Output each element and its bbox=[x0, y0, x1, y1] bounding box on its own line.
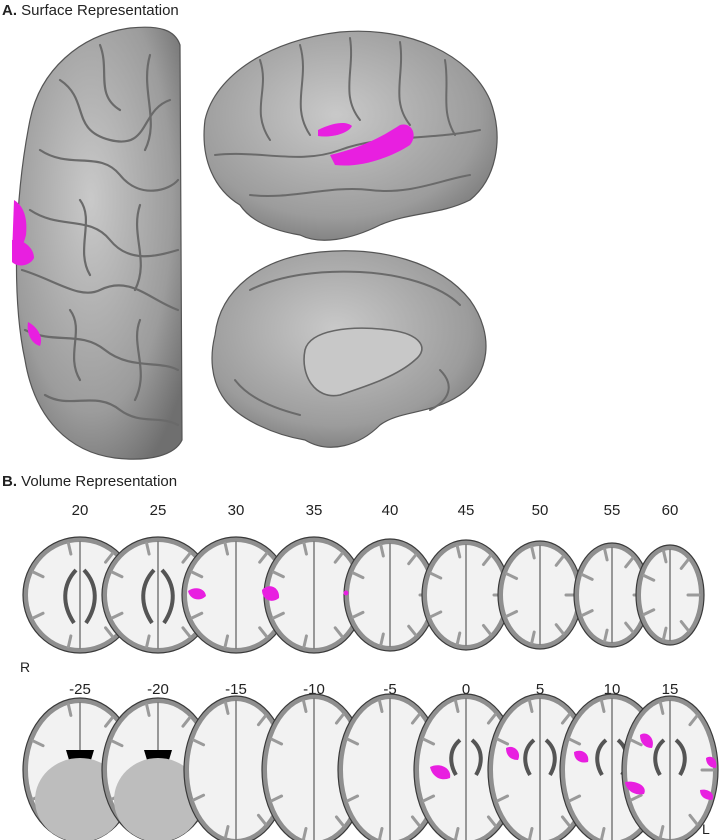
panel-b-label: B. bbox=[2, 473, 17, 490]
axial-slice bbox=[101, 697, 215, 840]
axial-slice bbox=[413, 693, 519, 840]
slice-label-row1: 30 bbox=[228, 502, 245, 519]
dorsal-view-surface bbox=[12, 26, 183, 460]
side-label-right: R bbox=[20, 659, 30, 675]
slice-label-row2: -15 bbox=[225, 681, 247, 698]
side-label-left: L bbox=[702, 821, 710, 837]
row1-slice-labels: 20 25 30 35 40 45 50 55 60 bbox=[72, 502, 679, 519]
slice-label-row1: 20 bbox=[72, 502, 89, 519]
slice-label-row2: -25 bbox=[69, 681, 91, 698]
slice-label-row1: 45 bbox=[458, 502, 475, 519]
medial-view-surface bbox=[211, 250, 487, 448]
panel-a-heading: A. Surface Representation bbox=[2, 2, 179, 19]
panel-b-title: Volume Representation bbox=[21, 473, 178, 490]
slice-label-row2: 5 bbox=[536, 681, 544, 698]
axial-slice bbox=[337, 693, 443, 840]
lateral-view-surface bbox=[203, 30, 498, 241]
activation-slice-25 bbox=[188, 588, 206, 600]
axial-slice bbox=[621, 695, 719, 840]
panel-b-heading: B. Volume Representation bbox=[2, 473, 177, 490]
axial-slice bbox=[261, 693, 367, 840]
activation-slice-30 bbox=[262, 586, 280, 601]
activation-slice-15a bbox=[706, 756, 717, 768]
axial-slice bbox=[421, 539, 511, 651]
slice-label-row1: 35 bbox=[306, 502, 323, 519]
axial-slice bbox=[101, 536, 215, 654]
dorsal-activation-3 bbox=[27, 322, 42, 346]
axial-slice bbox=[22, 536, 138, 654]
slice-label-row1: 60 bbox=[662, 502, 679, 519]
axial-slice bbox=[497, 540, 583, 650]
slice-label-row2: -20 bbox=[147, 681, 169, 698]
lateral-activation-2 bbox=[330, 124, 414, 166]
slice-label-row1: 40 bbox=[382, 502, 399, 519]
slice-label-row2: 15 bbox=[662, 681, 679, 698]
axial-slice bbox=[635, 544, 705, 646]
corpus-callosum-region bbox=[303, 327, 423, 397]
activation-slice-0 bbox=[506, 746, 520, 760]
axial-slice bbox=[263, 536, 365, 654]
axial-slice bbox=[181, 536, 291, 654]
slice-label-row1: 50 bbox=[532, 502, 549, 519]
row2-slices bbox=[22, 693, 719, 840]
dorsal-activation-2 bbox=[12, 239, 34, 266]
activation-slice-15b bbox=[700, 789, 714, 800]
slice-label-row2: -10 bbox=[303, 681, 325, 698]
axial-slice bbox=[573, 542, 651, 648]
axial-slice bbox=[183, 695, 289, 840]
slice-label-row2: 0 bbox=[462, 681, 470, 698]
axial-slice bbox=[343, 538, 437, 652]
slice-label-row1: 25 bbox=[150, 502, 167, 519]
activation-slice-10a bbox=[640, 733, 653, 748]
panel-a-label: A. bbox=[2, 2, 17, 19]
slice-label-row1: 55 bbox=[604, 502, 621, 519]
lateral-activation-1 bbox=[318, 123, 352, 137]
panel-a-title: Surface Representation bbox=[21, 2, 179, 19]
activation-slice-10b bbox=[625, 781, 645, 795]
activation-slice-5 bbox=[574, 750, 589, 763]
activation-slice-35 bbox=[343, 590, 349, 596]
row1-slices bbox=[22, 536, 705, 654]
activation-slice-m5 bbox=[430, 765, 451, 780]
